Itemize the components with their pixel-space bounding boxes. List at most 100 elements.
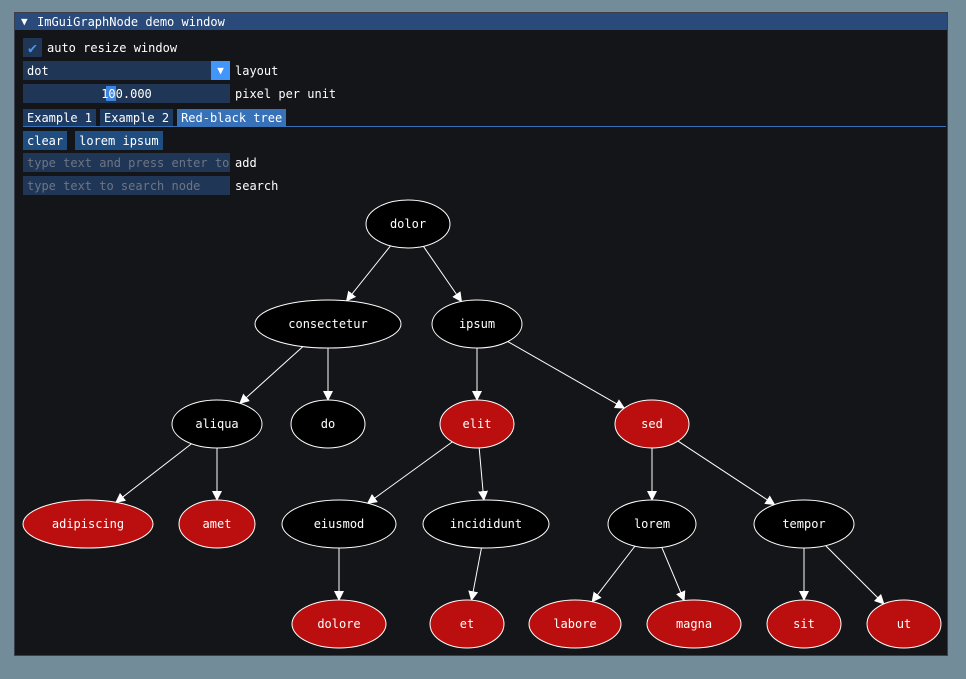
node-ellipse [439, 399, 515, 449]
graph-node-lorem[interactable]: lorem [607, 499, 697, 549]
edge-sed-to-tempor [677, 440, 776, 506]
node-label: do [321, 417, 335, 431]
layout-row: dot ▼ layout [23, 61, 278, 80]
graph-node-adipiscing[interactable]: adipiscing [22, 499, 154, 549]
node-label: elit [463, 417, 492, 431]
edge-elit-to-eiusmod [366, 441, 453, 504]
node-label: sit [793, 617, 815, 631]
tab-red-black-tree[interactable]: Red-black tree [177, 109, 287, 126]
node-label: magna [676, 617, 712, 631]
node-label: dolor [390, 217, 426, 231]
add-node-placeholder: type text and press enter to [27, 155, 230, 170]
graph-node-amet[interactable]: amet [178, 499, 256, 549]
node-ellipse [281, 499, 397, 549]
node-label: ut [897, 617, 911, 631]
graph-node-labore[interactable]: labore [528, 599, 622, 649]
graph-node-dolore[interactable]: dolore [291, 599, 387, 649]
search-row: type text to search node search [23, 176, 278, 195]
graph-node-ipsum[interactable]: ipsum [431, 299, 523, 349]
node-ellipse [614, 399, 690, 449]
node-label: tempor [782, 517, 825, 531]
edge-lorem-to-labore [591, 545, 636, 603]
graph-edges [115, 245, 885, 605]
window-title: ImGuiGraphNode demo window [37, 14, 225, 29]
pixel-per-unit-slider[interactable]: 100.000 [23, 84, 230, 103]
edge-dolor-to-ipsum [422, 246, 463, 303]
node-label: consectetur [288, 317, 367, 331]
node-label: adipiscing [52, 517, 124, 531]
graph-node-ut[interactable]: ut [866, 599, 942, 649]
node-label: aliqua [195, 417, 238, 431]
node-label: amet [203, 517, 232, 531]
graph-node-sed[interactable]: sed [614, 399, 690, 449]
collapse-arrow-icon[interactable]: ▼ [21, 15, 28, 28]
tab-underline [23, 126, 946, 127]
window-titlebar[interactable]: ▼ ImGuiGraphNode demo window [15, 13, 947, 30]
edge-ipsum-to-sed [507, 341, 626, 409]
add-row: type text and press enter to add [23, 153, 257, 172]
node-ellipse [528, 599, 622, 649]
chevron-down-icon[interactable]: ▼ [211, 61, 230, 80]
node-ellipse [291, 599, 387, 649]
graph-node-magna[interactable]: magna [646, 599, 742, 649]
ppu-row: 100.000 pixel per unit [23, 84, 336, 103]
graph-node-sit[interactable]: sit [766, 599, 842, 649]
node-ellipse [171, 399, 263, 449]
graph-node-et[interactable]: et [429, 599, 505, 649]
node-label: labore [553, 617, 596, 631]
tab-bar: Example 1 Example 2 Red-black tree [23, 109, 290, 126]
edge-aliqua-to-adipiscing [115, 443, 192, 503]
auto-resize-checkbox[interactable]: ✔ [23, 38, 42, 57]
slider-grab-handle[interactable] [106, 86, 116, 101]
node-label: lorem [634, 517, 670, 531]
edge-dolor-to-consectetur [345, 245, 391, 302]
tab-example-2[interactable]: Example 2 [100, 109, 174, 126]
graph-node-do[interactable]: do [290, 399, 366, 449]
node-ellipse [178, 499, 256, 549]
tab-example-1[interactable]: Example 1 [23, 109, 97, 126]
node-ellipse [766, 599, 842, 649]
node-ellipse [646, 599, 742, 649]
button-row: clear lorem ipsum [23, 131, 171, 150]
add-label: add [235, 155, 257, 170]
lorem-ipsum-button[interactable]: lorem ipsum [75, 131, 163, 150]
graph-node-elit[interactable]: elit [439, 399, 515, 449]
ppu-value: 100.000 [101, 86, 152, 101]
graph-node-dolor[interactable]: dolor [365, 199, 451, 249]
layout-combo[interactable]: dot ▼ [23, 61, 230, 80]
edge-tempor-to-ut [825, 545, 885, 605]
graph-nodes: dolor consectetur ipsum aliqua do elit sed adip… [22, 199, 942, 649]
clear-button[interactable]: clear [23, 131, 68, 150]
checkmark-icon: ✔ [27, 38, 38, 57]
node-label: incididunt [450, 517, 522, 531]
search-node-input[interactable]: type text to search node [23, 176, 230, 195]
add-node-input[interactable]: type text and press enter to [23, 153, 230, 172]
node-label: dolore [317, 617, 360, 631]
node-ellipse [254, 299, 402, 349]
node-ellipse [290, 399, 366, 449]
graph-node-eiusmod[interactable]: eiusmod [281, 499, 397, 549]
graph-node-aliqua[interactable]: aliqua [171, 399, 263, 449]
auto-resize-label: auto resize window [47, 40, 178, 55]
node-ellipse [22, 499, 154, 549]
node-ellipse [753, 499, 855, 549]
edge-consectetur-to-aliqua [239, 346, 304, 405]
node-ellipse [422, 499, 550, 549]
edge-lorem-to-magna [661, 547, 686, 602]
search-node-placeholder: type text to search node [27, 178, 201, 193]
edge-elit-to-incididunt [478, 447, 489, 502]
graph-node-consectetur[interactable]: consectetur [254, 299, 402, 349]
layout-combo-value: dot [27, 63, 49, 78]
node-ellipse [866, 599, 942, 649]
node-ellipse [607, 499, 697, 549]
node-label: eiusmod [314, 517, 365, 531]
search-label: search [235, 178, 279, 193]
graph-node-incididunt[interactable]: incididunt [422, 499, 550, 549]
ppu-label: pixel per unit [235, 86, 337, 101]
graph-node-tempor[interactable]: tempor [753, 499, 855, 549]
auto-resize-row: ✔ auto resize window [23, 38, 177, 57]
node-ellipse [429, 599, 505, 649]
layout-label: layout [235, 63, 279, 78]
node-ellipse [365, 199, 451, 249]
